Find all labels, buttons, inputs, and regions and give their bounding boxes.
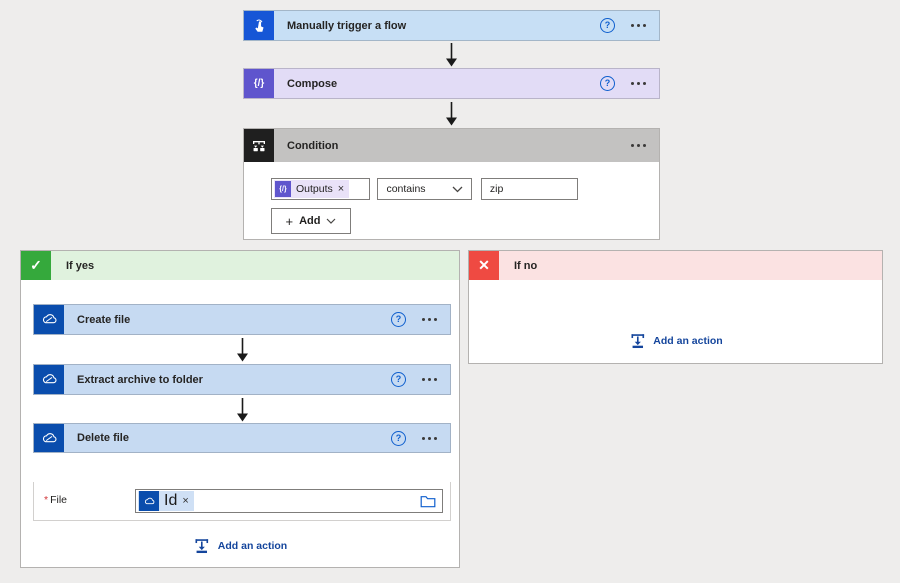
connector-arrow-down [444, 43, 459, 72]
condition-branch-icon [244, 129, 274, 162]
chevron-down-icon [327, 218, 336, 224]
if-no-label: If no [514, 259, 538, 272]
action-card-create-file[interactable]: Create file ? [33, 304, 451, 335]
condition-body: {/} Outputs × contains zip + Add [244, 162, 659, 234]
condition-card-title: Condition [287, 139, 339, 152]
token-label: Id [164, 492, 178, 509]
delete-file-parameters: *File Id × [33, 482, 451, 521]
branch-if-no: ✕ If no Add an action [468, 250, 883, 364]
trigger-card-title: Manually trigger a flow [287, 19, 407, 32]
card-menu-icon[interactable] [631, 140, 646, 151]
add-action-link[interactable]: Add an action [628, 332, 723, 350]
onedrive-icon [34, 424, 64, 452]
if-yes-header[interactable]: ✓ If yes [21, 251, 459, 280]
action-card-extract-archive-to-folder[interactable]: Extract archive to folder ? [33, 364, 451, 395]
file-param-input[interactable]: Id × [135, 489, 443, 513]
remove-token-icon[interactable]: × [182, 494, 189, 507]
help-icon[interactable]: ? [391, 312, 406, 327]
add-action-icon [195, 539, 209, 554]
file-picker-folder-icon[interactable] [420, 495, 436, 508]
condition-card-header[interactable]: Condition [244, 129, 659, 162]
delete-file-title: Delete file [77, 432, 129, 444]
branch-if-yes: ✓ If yes Create file ? Extract [20, 250, 460, 568]
add-action-label: Add an action [653, 335, 723, 347]
card-menu-icon[interactable] [631, 20, 646, 31]
add-action-icon [630, 334, 644, 349]
operator-selected-value: contains [386, 183, 426, 195]
if-yes-label: If yes [66, 259, 95, 272]
card-menu-icon[interactable] [422, 374, 437, 385]
cross-icon: ✕ [469, 251, 499, 280]
dynamic-content-token-id[interactable]: Id × [138, 491, 194, 511]
onedrive-icon [34, 305, 64, 334]
connector-arrow-down [235, 338, 250, 367]
add-action-label: Add an action [217, 540, 288, 552]
condition-operator-dropdown[interactable]: contains [377, 178, 473, 200]
connector-arrow-down [444, 102, 459, 131]
create-file-title: Create file [77, 313, 131, 326]
onedrive-icon [34, 365, 64, 394]
add-action-link[interactable]: Add an action [193, 537, 287, 555]
if-no-header[interactable]: ✕ If no [469, 251, 882, 280]
card-menu-icon[interactable] [631, 78, 646, 89]
condition-value-input[interactable]: zip [480, 178, 578, 200]
help-icon[interactable]: ? [600, 76, 615, 91]
action-card-compose[interactable]: {/} Compose ? [243, 68, 660, 99]
remove-token-icon[interactable]: × [337, 182, 345, 195]
help-icon[interactable]: ? [391, 372, 406, 387]
expression-token-icon: {/} [275, 181, 291, 197]
file-param-label: *File [44, 494, 68, 506]
dynamic-content-token-outputs[interactable]: {/} Outputs × [274, 180, 350, 198]
card-menu-icon[interactable] [422, 314, 437, 325]
check-icon: ✓ [21, 251, 51, 280]
help-icon[interactable]: ? [391, 430, 406, 446]
connector-arrow-down [235, 398, 250, 427]
plus-icon: + [285, 213, 294, 229]
card-menu-icon[interactable] [422, 433, 437, 444]
compose-card-title: Compose [287, 77, 338, 90]
condition-operand-field[interactable]: {/} Outputs × [271, 178, 370, 200]
condition-add-button[interactable]: + Add [271, 208, 351, 234]
action-card-delete-file[interactable]: Delete file ? [33, 423, 451, 453]
compose-braces-icon: {/} [244, 69, 274, 98]
extract-archive-title: Extract archive to folder [77, 373, 203, 386]
required-asterisk: * [44, 494, 49, 506]
trigger-card-manually-trigger-a-flow[interactable]: Manually trigger a flow ? [243, 10, 660, 41]
help-icon[interactable]: ? [600, 18, 615, 33]
condition-card: Condition {/} Outputs × contains zip + A… [243, 128, 660, 240]
manual-trigger-tap-icon [244, 11, 274, 40]
add-button-label: Add [299, 215, 321, 227]
condition-value-text: zip [489, 183, 504, 195]
onedrive-token-icon [139, 491, 159, 511]
chevron-down-icon [452, 186, 463, 192]
token-label: Outputs [296, 183, 333, 195]
